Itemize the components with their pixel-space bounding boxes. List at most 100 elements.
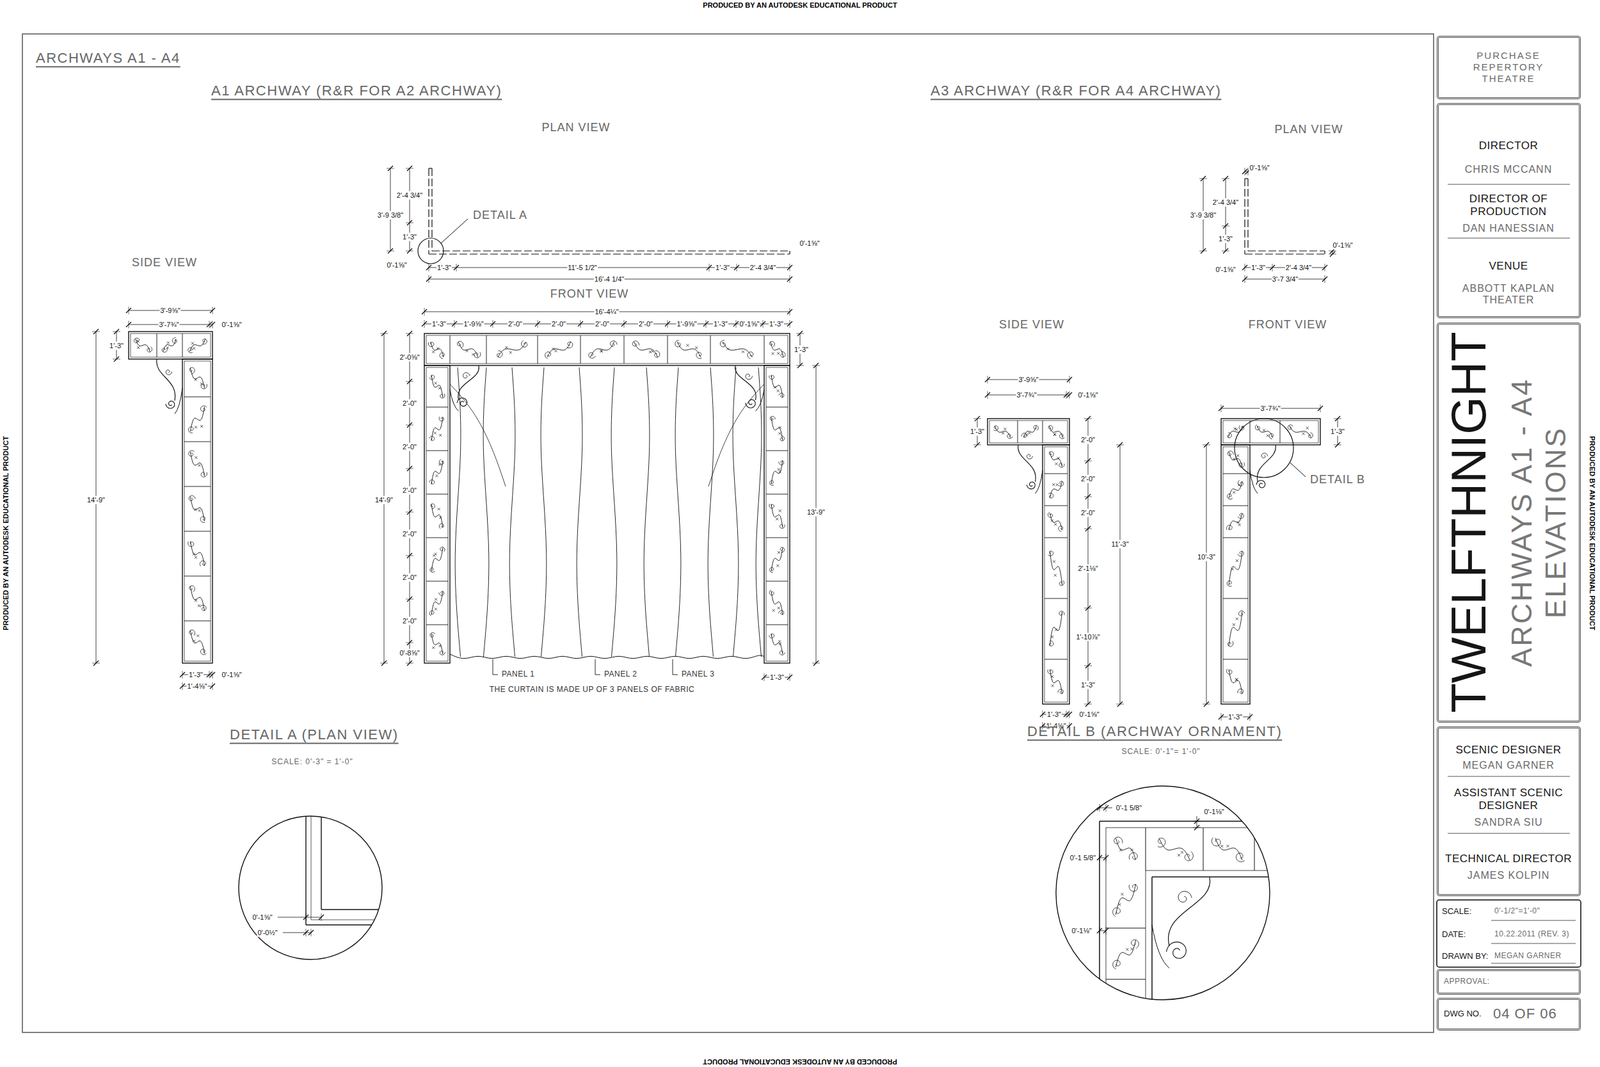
title-block-cell: DWG NO.04 OF 06 xyxy=(1436,997,1581,1031)
ornament-scroll xyxy=(1239,425,1244,431)
curtain-fold xyxy=(732,367,739,657)
ornament-mark xyxy=(1027,432,1031,435)
ornament-mark xyxy=(1025,433,1028,436)
archway-drawings xyxy=(92,165,1342,1024)
ornament-scroll xyxy=(1049,513,1062,530)
corbel-outline xyxy=(755,389,765,412)
curtain-fold xyxy=(483,367,489,657)
ornament-scroll xyxy=(428,342,434,347)
ornament-mark xyxy=(194,599,198,602)
ornament-mark xyxy=(600,350,603,353)
leader-line xyxy=(492,659,498,675)
ornament-mark xyxy=(775,517,779,521)
curtain xyxy=(449,367,765,659)
ornament-mark xyxy=(1236,454,1240,457)
frame-divider xyxy=(624,335,625,364)
ornament-mark xyxy=(435,474,438,477)
extension-line xyxy=(705,320,707,328)
ornament-mark xyxy=(198,509,201,512)
ornament-mark xyxy=(192,552,196,556)
ornament-mark xyxy=(1054,462,1058,466)
ornament-mark xyxy=(194,425,198,429)
frame-divider xyxy=(1105,979,1146,980)
ornament-scroll xyxy=(1228,425,1243,438)
ornament-mark xyxy=(772,609,776,612)
ornament-scroll xyxy=(780,547,784,553)
frame-divider xyxy=(184,486,211,488)
ornament-mark xyxy=(436,346,440,350)
extension-line xyxy=(1324,275,1326,283)
ornament-mark xyxy=(1052,560,1056,563)
ornament-mark xyxy=(194,508,198,511)
ornament-mark xyxy=(1233,427,1236,431)
extension-line xyxy=(380,333,388,335)
frame-divider xyxy=(426,450,448,452)
ornament-mark xyxy=(194,599,198,602)
frame-outline xyxy=(1221,444,1250,704)
ornament-mark xyxy=(771,352,775,355)
wall-plan xyxy=(1247,178,1248,251)
ornament-mark xyxy=(438,463,441,466)
extension-line xyxy=(405,555,414,557)
ornament-scroll xyxy=(1058,481,1064,487)
frame-divider xyxy=(667,335,669,364)
ornament-mark xyxy=(1306,426,1309,430)
frame-divider xyxy=(184,441,211,443)
extension-line xyxy=(405,381,414,383)
ornament-scroll xyxy=(1237,551,1244,557)
ornament-mark xyxy=(1236,454,1240,457)
dimension-text: 2'-0" xyxy=(1080,474,1096,484)
ornament-mark xyxy=(1220,844,1224,848)
extension-line xyxy=(1084,528,1092,530)
title-block-text: TECHNICAL DIRECTOR xyxy=(1440,852,1577,866)
extension-line xyxy=(405,663,414,664)
frame-divider xyxy=(1044,659,1068,660)
title-underline xyxy=(1491,943,1576,944)
ornament-mark xyxy=(136,339,140,343)
ornament-mark xyxy=(777,551,781,554)
ornament-scroll xyxy=(1228,481,1243,498)
ornament-mark xyxy=(1235,678,1238,681)
extension-line xyxy=(1042,710,1044,719)
ornament-mark xyxy=(1235,678,1238,681)
ornament-scroll xyxy=(545,352,552,360)
ornament-scroll xyxy=(199,604,207,610)
ornament-mark xyxy=(1231,567,1234,571)
dimension-text: 3'-7¾" xyxy=(1259,404,1281,413)
ornament-mark xyxy=(1053,433,1056,436)
ornament-scroll xyxy=(632,341,639,347)
view-label: PLAN VIEW xyxy=(1272,122,1344,137)
dimension-text: 2'-0" xyxy=(401,442,418,452)
frame-divider xyxy=(1044,473,1068,475)
ornament-mark xyxy=(136,339,140,343)
ornament-scroll xyxy=(590,341,614,358)
wall-plan xyxy=(1324,250,1325,255)
extension-line xyxy=(424,320,425,328)
ornament-scroll xyxy=(1237,688,1244,694)
corbel-scroll xyxy=(165,369,172,376)
ornament-scroll xyxy=(1285,838,1296,847)
ornament-mark xyxy=(1052,483,1055,486)
wall-plan xyxy=(428,167,432,169)
ornament-mark xyxy=(192,552,196,556)
ornament-scroll xyxy=(778,460,784,465)
ornament-mark xyxy=(1052,560,1056,563)
ornament-scroll xyxy=(200,516,205,523)
scale-note: SCALE: 0'-1"= 1'-0" xyxy=(1121,747,1200,757)
ornament-scroll xyxy=(1227,641,1233,647)
frame-inner xyxy=(766,367,788,662)
corbel-scroll xyxy=(1026,481,1035,489)
frame-inner xyxy=(1223,420,1319,443)
view-heading: DETAIL A (PLAN VIEW) xyxy=(229,726,399,743)
ornament-scroll xyxy=(769,590,774,596)
watermark: PRODUCED BY AN AUTODESK EDUCATIONAL PROD… xyxy=(1588,435,1597,630)
curtain-fold xyxy=(643,367,650,657)
ornament-mark xyxy=(695,346,698,349)
ornament-scroll xyxy=(429,480,435,484)
ornament-mark xyxy=(1238,523,1241,527)
extension-line xyxy=(987,391,989,399)
extension-line xyxy=(1244,167,1246,176)
extension-line xyxy=(1328,254,1337,255)
extension-line xyxy=(209,320,210,329)
dimension-text: 11'-3" xyxy=(1110,540,1129,549)
